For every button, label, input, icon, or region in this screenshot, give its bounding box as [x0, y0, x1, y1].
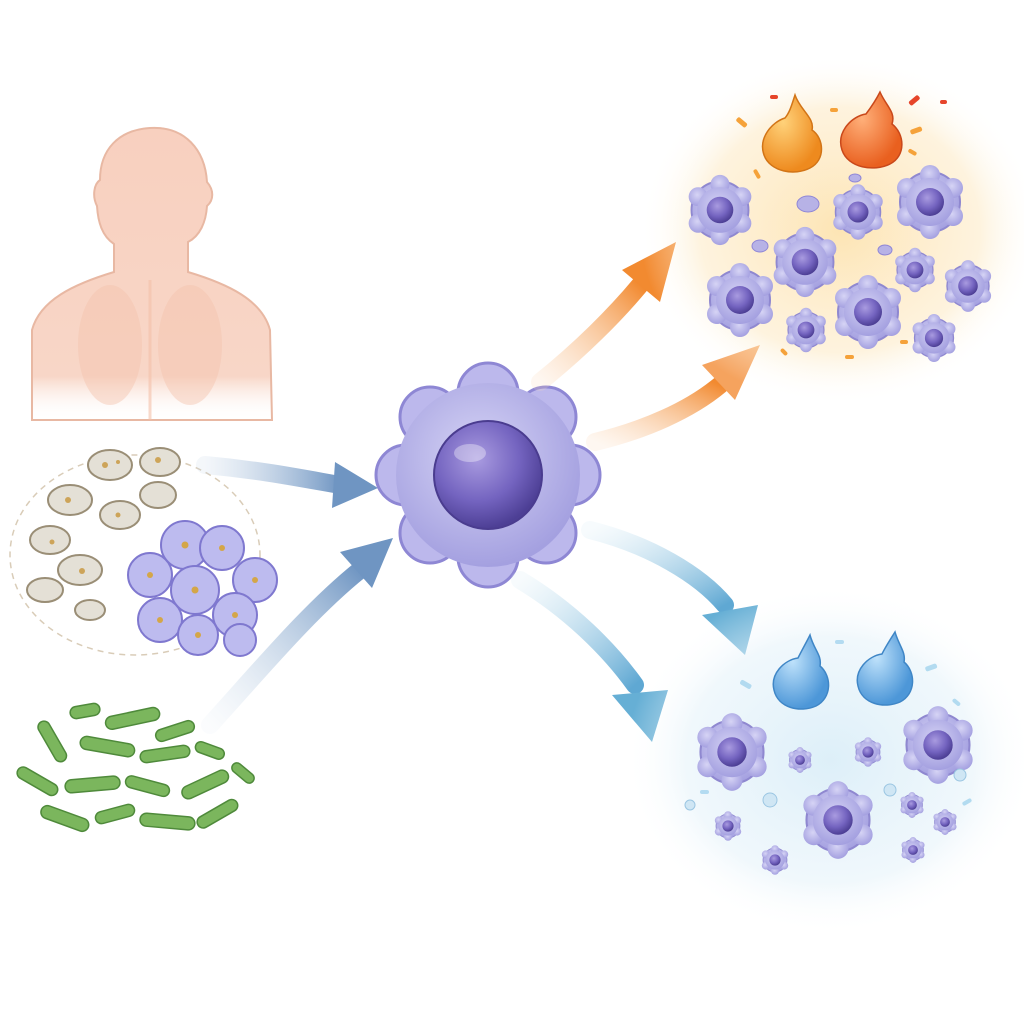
input-arrow-debris — [196, 456, 378, 508]
regulatory-droplet — [772, 632, 830, 710]
immune-cell-icon — [374, 361, 602, 589]
mixed-cell-debris-icon — [9, 447, 278, 657]
rod-bacteria-icon — [16, 702, 255, 833]
regulatory-droplet — [856, 630, 914, 706]
regulatory-response-icon — [625, 585, 1024, 935]
inflammatory-droplet — [761, 92, 823, 173]
inflammatory-response-icon — [640, 55, 1024, 405]
inflammatory-droplet — [839, 90, 903, 169]
human-silhouette-icon — [31, 126, 274, 421]
input-arrow-bacteria — [201, 538, 393, 734]
